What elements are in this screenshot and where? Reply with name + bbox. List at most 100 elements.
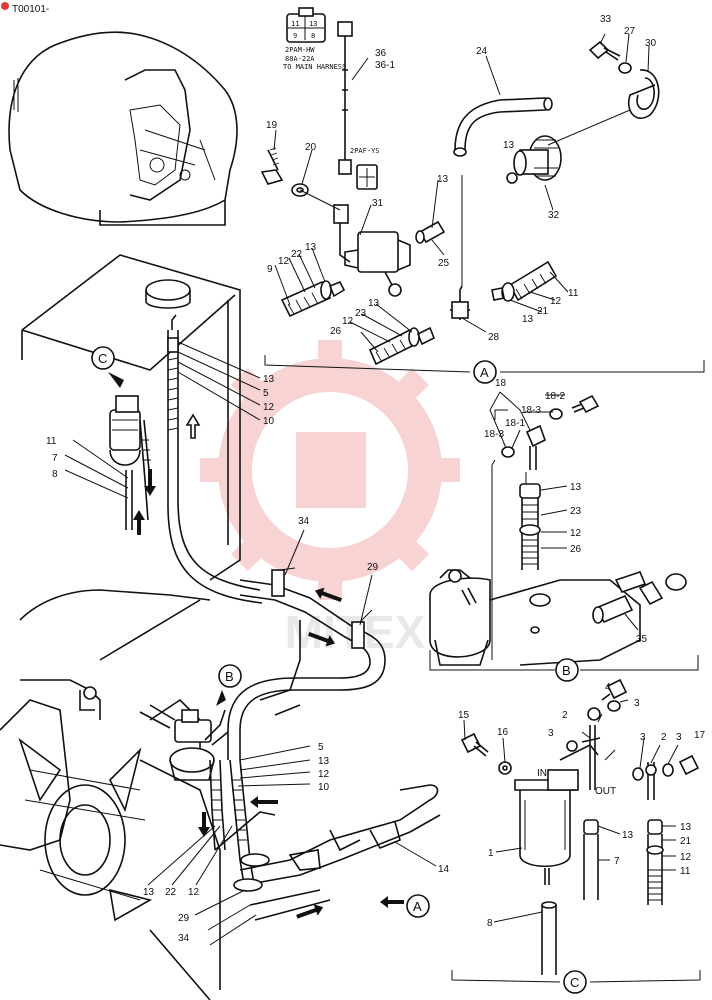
part-label-13-right: 13 — [522, 314, 534, 325]
part-label-12-left: 12 — [278, 256, 290, 267]
part-label-26-lower: 26 — [330, 326, 342, 337]
connector-title-top: 2PAM-HW — [285, 46, 315, 54]
part-label-36-1: 36-1 — [375, 60, 395, 71]
machine-canopy-illustration — [8, 31, 238, 226]
part-label-10-hose: 10 — [263, 416, 275, 427]
connector-note-top: TO MAIN HARNESS — [283, 63, 346, 71]
flow-arrow-down-icon — [198, 812, 210, 837]
in-label: IN — [537, 768, 547, 779]
part-label-12-right: 12 — [550, 296, 562, 307]
callout-a-upper-label: A — [480, 365, 489, 380]
part-label-5-mid: 5 — [318, 742, 324, 753]
water-separator-b — [139, 704, 229, 781]
return-hose — [167, 314, 263, 604]
part-label-7-c-mid: 7 — [614, 856, 620, 867]
watermark: MITEX — [200, 340, 460, 658]
flow-arrow-right-icon — [308, 632, 336, 647]
callout-c-lower-label: C — [570, 975, 579, 990]
part-label-5-hose: 5 — [263, 388, 269, 399]
part-label-28: 28 — [488, 332, 500, 343]
part-label-23-b: 23 — [570, 506, 582, 517]
part-label-3-top: 3 — [634, 698, 640, 709]
pin-13: 13 — [309, 20, 317, 28]
flow-arrow-left-icon — [380, 896, 404, 908]
part-label-11-c-right: 11 — [680, 866, 691, 877]
part-label-33: 33 — [600, 14, 612, 25]
part-label-13-lower: 13 — [368, 298, 380, 309]
part-label-31: 31 — [372, 198, 384, 209]
part-label-21-c-right: 21 — [680, 836, 692, 847]
part-label-3-right: 3 — [676, 732, 682, 743]
flow-arrow-up-icon — [185, 413, 201, 439]
fuel-tank-illustration — [21, 254, 241, 581]
callout-c-left: C — [91, 346, 124, 388]
pin-8: 8 — [311, 32, 315, 40]
part-label-18-3-top: 18-3 — [521, 405, 541, 416]
part-label-20: 20 — [305, 142, 317, 153]
header: T00101- — [1, 2, 49, 15]
part-label-11-c: 11 — [46, 436, 57, 447]
part-label-35: 35 — [636, 634, 648, 645]
part-label-27: 27 — [624, 26, 636, 37]
part-label-8-c: 8 — [52, 469, 58, 480]
part-label-17: 17 — [694, 730, 706, 741]
part-label-11-right: 11 — [568, 288, 579, 299]
section-b-parts: B — [429, 394, 699, 682]
part-label-30: 30 — [645, 38, 657, 49]
part-label-13-left: 13 — [305, 242, 317, 253]
part-label-13-union: 13 — [437, 174, 449, 185]
part-label-3-left: 3 — [548, 728, 554, 739]
connector-sub-top: 88A-22A — [285, 55, 315, 63]
part-label-12-b: 12 — [570, 528, 582, 539]
part-label-18: 18 — [495, 378, 507, 389]
part-label-18-3-left: 18-3 — [484, 429, 504, 440]
part-label-22-bottom: 22 — [165, 887, 177, 898]
part-label-13-c-mid: 13 — [622, 830, 634, 841]
part-label-9: 9 — [267, 264, 273, 275]
part-label-19: 19 — [266, 120, 278, 131]
lower-hoses — [209, 620, 441, 921]
part-label-29-top: 29 — [367, 562, 379, 573]
flow-arrow-down-icon — [144, 469, 156, 496]
flow-arrow-left-icon — [250, 796, 278, 808]
part-label-7-c: 7 — [52, 453, 58, 464]
part-label-13-c-right: 13 — [680, 822, 692, 833]
part-label-12-c-right: 12 — [680, 852, 692, 863]
callout-a-lower-label: A — [413, 899, 422, 914]
part-label-14: 14 — [438, 864, 450, 875]
part-label-32: 32 — [548, 210, 560, 221]
part-label-26-b: 26 — [570, 544, 582, 555]
part-label-13-hose: 13 — [263, 374, 275, 385]
part-label-36: 36 — [375, 48, 387, 59]
part-label-34-bottom: 34 — [178, 933, 190, 944]
flow-arrow-left-icon — [314, 587, 342, 602]
part-label-13-b: 13 — [570, 482, 582, 493]
part-label-15: 15 — [458, 710, 470, 721]
flow-arrow-right-icon — [296, 904, 324, 919]
callout-a-lower: A — [406, 894, 430, 918]
part-label-12-lower: 12 — [342, 316, 354, 327]
part-label-29-bottom: 29 — [178, 913, 190, 924]
part-label-1: 1 — [488, 848, 494, 859]
section-a-parts: 11 13 9 8 2PAM-HW 88A-22A TO MAIN HARNES… — [260, 7, 660, 366]
engine-illustration — [0, 589, 221, 1000]
part-label-25: 25 — [438, 258, 450, 269]
pin-9: 9 — [293, 32, 297, 40]
part-label-13-bottom: 13 — [143, 887, 155, 898]
part-label-22: 22 — [291, 249, 303, 260]
part-label-16: 16 — [497, 727, 509, 738]
part-label-13-pump: 13 — [503, 140, 515, 151]
pin-11: 11 — [291, 20, 299, 28]
part-label-23-lower: 23 — [355, 308, 367, 319]
part-label-2-left: 2 — [562, 710, 568, 721]
main-fuel-line — [227, 567, 386, 760]
water-separator-left — [109, 395, 151, 530]
out-label: OUT — [595, 786, 616, 797]
part-label-18-2: 18-2 — [545, 391, 565, 402]
red-marker-icon — [1, 2, 9, 10]
callout-c-left-label: C — [98, 351, 107, 366]
part-label-18-1: 18-1 — [505, 418, 525, 429]
part-label-12-mid: 12 — [318, 769, 330, 780]
part-label-8-c-bottom: 8 — [487, 918, 493, 929]
